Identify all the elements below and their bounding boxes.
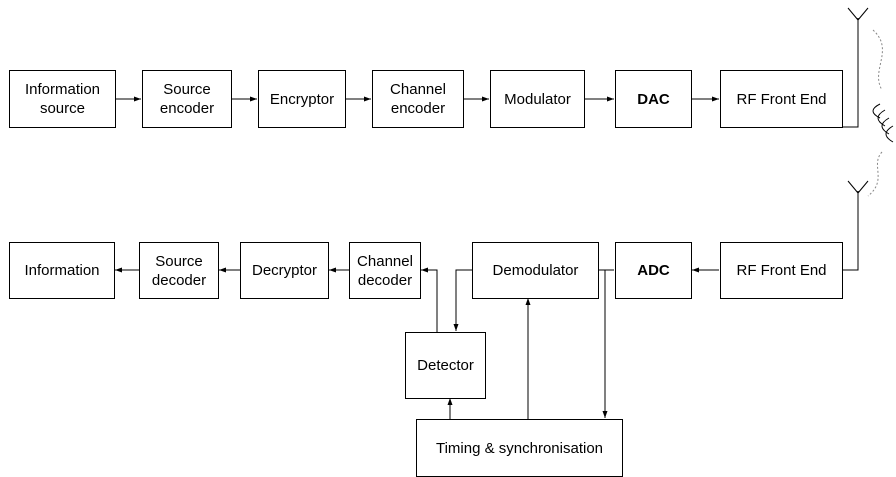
encryptor-block: Encryptor <box>258 70 346 128</box>
line-antenna-to-rx-rf <box>843 191 859 271</box>
decryptor-block: Decryptor <box>240 242 329 299</box>
channel-decoder-block: Channel decoder <box>349 242 421 299</box>
information-block: Information <box>9 242 115 299</box>
source-encoder-block: Source encoder <box>142 70 232 128</box>
dac-block: DAC <box>615 70 692 128</box>
line-tx-rf-to-antenna <box>843 18 859 128</box>
timing-synchronisation-block: Timing & synchronisation <box>416 419 623 477</box>
radio-wave-icon <box>867 29 894 197</box>
tx-rf-front-end-block: RF Front End <box>720 70 843 128</box>
information-source-block: Information source <box>9 70 116 128</box>
demodulator-block: Demodulator <box>472 242 599 299</box>
arrow-demodulator-to-chdecoder <box>421 267 438 332</box>
detector-block: Detector <box>405 332 486 399</box>
source-decoder-block: Source decoder <box>139 242 219 299</box>
tx-antenna-icon <box>847 7 869 21</box>
arrow-signal-to-timing <box>599 269 608 418</box>
modulator-block: Modulator <box>490 70 585 128</box>
adc-block: ADC <box>615 242 692 299</box>
rx-antenna-icon <box>847 180 869 194</box>
arrow-demodulator-to-detector <box>453 269 472 331</box>
channel-encoder-block: Channel encoder <box>372 70 464 128</box>
rx-rf-front-end-block: RF Front End <box>720 242 843 299</box>
